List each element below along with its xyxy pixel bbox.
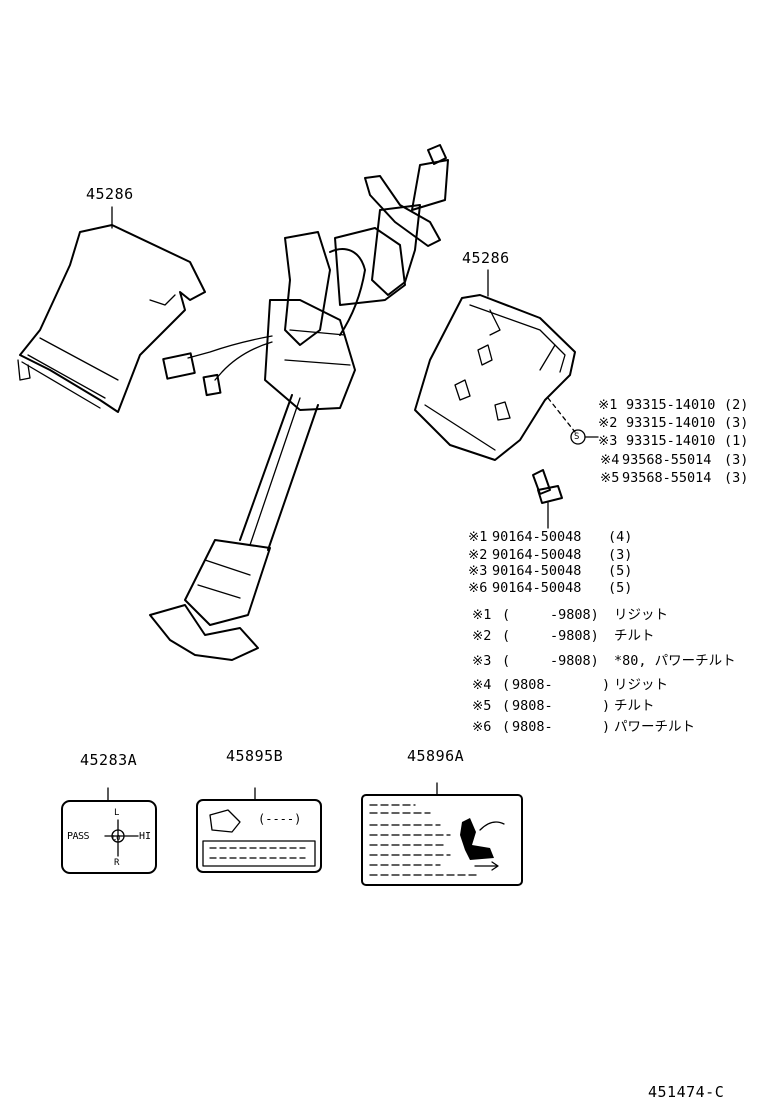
label-a-hi: HI bbox=[139, 831, 152, 842]
label-a-lo: LO bbox=[112, 834, 121, 842]
part-label-cover-upper: 45286 bbox=[86, 185, 134, 203]
screw-row: ※1 90164-50048 (4) bbox=[468, 529, 633, 545]
screw-row: ※1 93315-14010 (2) bbox=[598, 397, 749, 413]
screw-row: ※2 93315-14010 (3) bbox=[598, 415, 749, 431]
label-a-r: R bbox=[114, 858, 120, 868]
label-45896a-graphic bbox=[361, 782, 523, 886]
part-label-45896a: 45896A bbox=[407, 747, 465, 765]
steering-column bbox=[149, 144, 449, 661]
diagram-code: 451474-C bbox=[648, 1083, 725, 1101]
clip-icon bbox=[570, 429, 599, 445]
column-cover-upper bbox=[17, 206, 206, 413]
part-label-cover-lower: 45286 bbox=[462, 249, 510, 267]
note-row: ※1 ( -9808) リジット bbox=[472, 607, 668, 623]
note-row: ※2 ( -9808) チルト bbox=[472, 628, 655, 644]
label-45283a-graphic bbox=[61, 787, 157, 874]
screw-row: ※6 90164-50048 (5) bbox=[468, 580, 633, 596]
note-row: ※5 ( 9808- ) チルト bbox=[472, 698, 655, 714]
label-45895b-graphic bbox=[196, 787, 322, 873]
screw-row: ※4 93568-55014 (3) bbox=[600, 452, 749, 468]
label-a-l: L bbox=[114, 808, 120, 818]
clip-mark: S bbox=[574, 432, 580, 442]
screw-row: ※3 93315-14010 (1) bbox=[598, 433, 749, 449]
screw-row: ※5 93568-55014 (3) bbox=[600, 470, 749, 486]
part-label-45895b: 45895B bbox=[226, 747, 284, 765]
screw-row: ※3 90164-50048 (5) bbox=[468, 563, 633, 579]
part-label-45283a: 45283A bbox=[80, 751, 138, 769]
note-row: ※6 ( 9808- ) パワーチルト bbox=[472, 719, 695, 735]
label-a-pass: PASS bbox=[67, 831, 90, 842]
screw-row: ※2 90164-50048 (3) bbox=[468, 547, 633, 563]
column-cover-lower bbox=[414, 269, 576, 461]
label-b-dashes: (----) bbox=[258, 812, 302, 826]
note-row: ※4 ( 9808- ) リジット bbox=[472, 677, 668, 693]
note-row: ※3 ( -9808) *80, パワーチルト bbox=[472, 653, 736, 669]
screw-icon bbox=[532, 469, 563, 529]
